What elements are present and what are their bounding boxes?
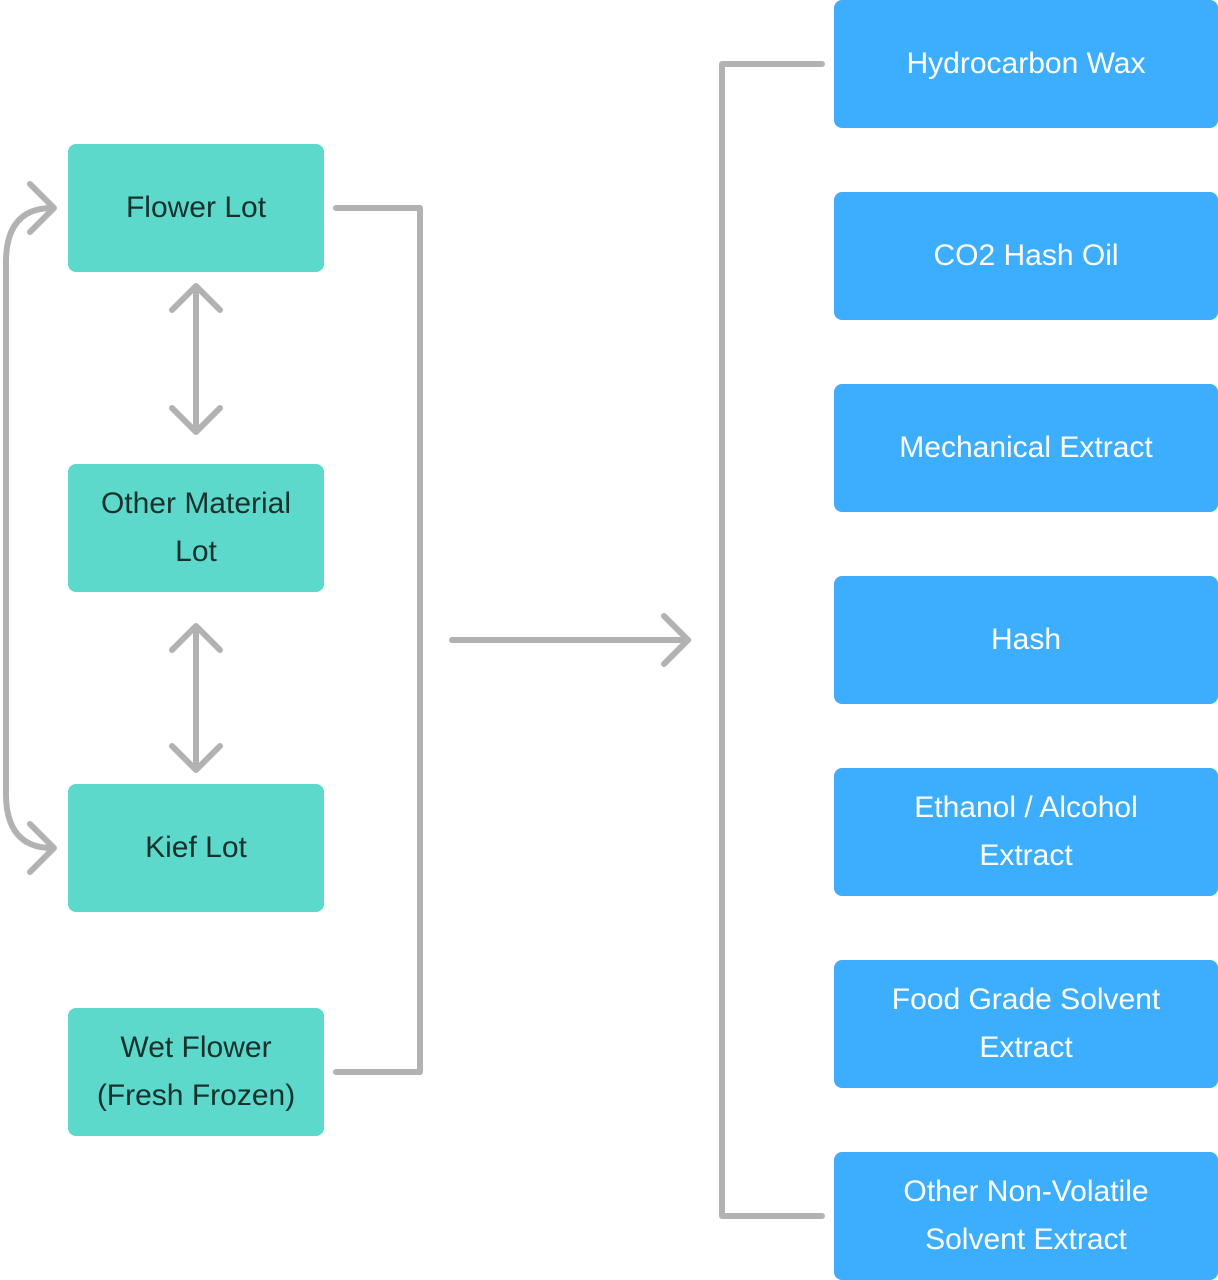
source-kief-lot[interactable]: Kief Lot <box>68 784 324 912</box>
source-flower-lot[interactable]: Flower Lot <box>68 144 324 272</box>
source-bracket <box>333 205 423 1075</box>
flower-loop-arrowhead <box>27 181 57 235</box>
output-hydrocarbon-wax[interactable]: Hydrocarbon Wax <box>834 0 1218 128</box>
output-ethanol-alcohol-extract[interactable]: Ethanol / Alcohol Extract <box>834 768 1218 896</box>
output-hash[interactable]: Hash <box>834 576 1218 704</box>
output-label: Ethanol / Alcohol Extract <box>914 791 1138 872</box>
output-label: CO2 Hash Oil <box>933 239 1119 272</box>
flower-other-arrowhead-up <box>169 283 223 313</box>
source-label: Wet Flower (Fresh Frozen) <box>96 1031 296 1112</box>
source-label: Kief Lot <box>145 831 247 864</box>
source-other-material-lot[interactable]: Other Material Lot <box>68 464 324 592</box>
flower-kief-loop-arrow <box>3 205 55 851</box>
output-other-non-volatile-solvent-extract[interactable]: Other Non-Volatile Solvent Extract <box>834 1152 1218 1280</box>
output-co2-hash-oil[interactable]: CO2 Hash Oil <box>834 192 1218 320</box>
source-label: Other Material Lot <box>100 487 292 568</box>
source-label: Flower Lot <box>125 191 267 224</box>
other-kief-arrowhead-down <box>169 743 223 773</box>
output-food-grade-solvent-extract[interactable]: Food Grade Solvent Extract <box>834 960 1218 1088</box>
source-wet-flower[interactable]: Wet Flower (Fresh Frozen) <box>68 1008 324 1136</box>
output-label: Hydrocarbon Wax <box>906 47 1146 80</box>
main-flow-arrowhead <box>661 613 691 667</box>
output-mechanical-extract[interactable]: Mechanical Extract <box>834 384 1218 512</box>
output-bracket <box>719 61 825 1219</box>
output-label: Mechanical Extract <box>899 431 1153 464</box>
other-kief-arrowhead-up <box>169 623 223 653</box>
kief-loop-arrowhead <box>27 821 57 875</box>
flower-other-arrowhead-down <box>169 405 223 435</box>
output-label: Other Non-Volatile Solvent Extract <box>903 1175 1149 1256</box>
output-label: Food Grade Solvent Extract <box>891 983 1161 1064</box>
output-label: Hash <box>990 623 1062 656</box>
